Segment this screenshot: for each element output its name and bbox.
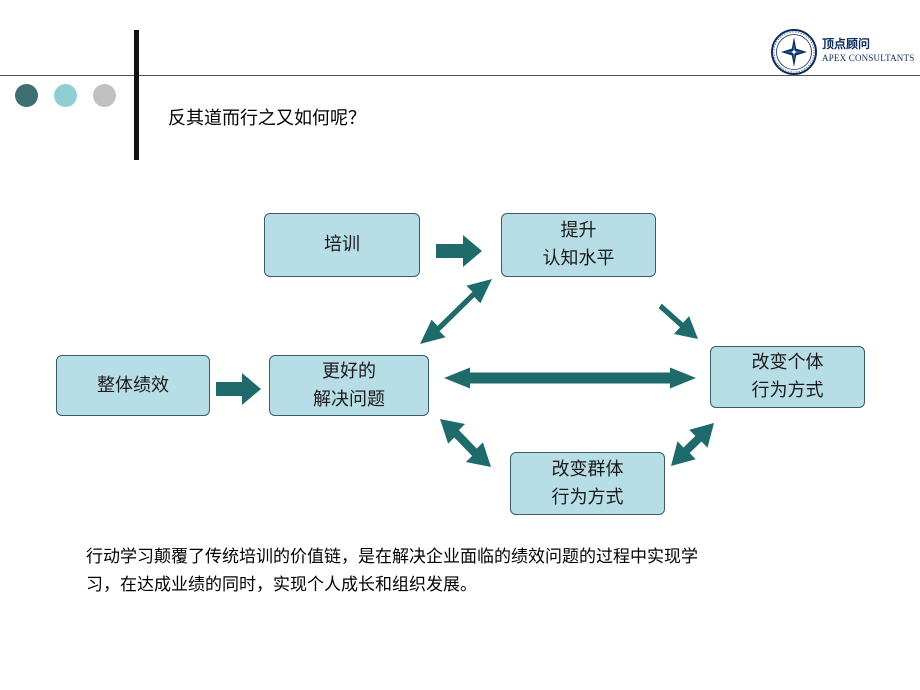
node-raise-cognition-line-2: 认知水平 (542, 248, 615, 269)
node-raise-cognition-line-1: 提升 (560, 220, 597, 241)
node-training: 培训 (264, 213, 420, 277)
node-individual-behavior: 改变个体 行为方式 (710, 346, 865, 408)
apex-seal-icon (771, 29, 817, 75)
node-group-behavior-line-2: 行为方式 (551, 486, 624, 508)
logo-chinese-name: 顶点顾问 (822, 37, 871, 51)
node-better-solving-line-2: 解决问题 (313, 388, 385, 410)
decor-dot-light (54, 84, 77, 107)
arrow-raise-to-individual (658, 303, 698, 339)
arrow-solve-raise-both (420, 279, 492, 344)
node-better-solving: 更好的 解决问题 (269, 355, 429, 416)
node-overall-performance: 整体绩效 (56, 355, 210, 416)
node-training-line-1: 培训 (324, 234, 360, 255)
node-overall-performance-line-1: 整体绩效 (97, 374, 169, 396)
node-group-behavior-line-1: 改变群体 (551, 458, 624, 480)
logo-english-name: APEX CONSULTANTS (822, 53, 915, 63)
node-group-behavior: 改变群体 行为方式 (510, 452, 665, 515)
summary-caption: 行动学习颠覆了传统培训的价值链，是在解决企业面临的绩效问题的过程中实现学 习，在… (86, 543, 876, 599)
node-better-solving-line-1: 更好的 (322, 360, 376, 382)
arrow-solve-individual-both (444, 367, 696, 389)
decor-dot-dark (15, 84, 38, 107)
node-individual-behavior-line-1: 改变个体 (751, 352, 824, 373)
arrow-training-to-raise (436, 235, 482, 267)
node-raise-cognition: 提升 认知水平 (501, 213, 656, 277)
decor-dot-gray (93, 84, 116, 107)
slide-title: 反其道而行之又如何呢？ (168, 108, 366, 129)
arrow-solve-group-both (440, 419, 491, 467)
arrow-overall-to-solve (216, 373, 261, 405)
header-accent-bar (134, 30, 139, 160)
summary-caption-line-1: 行动学习颠覆了传统培训的价值链，是在解决企业面临的绩效问题的过程中实现学 (86, 547, 698, 567)
summary-caption-line-2: 习，在达成业绩的同时，实现个人成长和组织发展。 (86, 575, 477, 595)
arrow-group-individual-both (671, 423, 714, 466)
company-logo: 顶点顾问 APEX CONSULTANTS (770, 28, 914, 80)
node-individual-behavior-line-2: 行为方式 (751, 380, 824, 401)
header-rule (0, 75, 920, 76)
